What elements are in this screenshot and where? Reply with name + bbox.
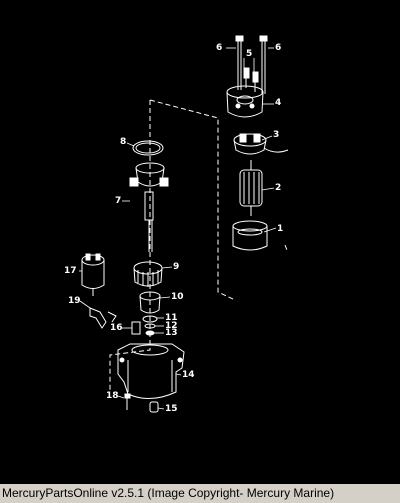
part-label-14[interactable]: 14 bbox=[182, 370, 195, 380]
part-label-1[interactable]: 1 bbox=[277, 224, 284, 234]
part-label-18[interactable]: 18 bbox=[106, 391, 119, 401]
pinion[interactable] bbox=[139, 291, 161, 314]
screw-pair[interactable] bbox=[243, 67, 259, 92]
part-label-17[interactable]: 17 bbox=[64, 266, 77, 276]
part-label-9[interactable]: 9 bbox=[173, 262, 180, 272]
part-label-7[interactable]: 7 bbox=[115, 196, 122, 206]
part-label-4[interactable]: 4 bbox=[275, 98, 282, 108]
part-label-6-right[interactable]: 6 bbox=[275, 43, 282, 53]
end-cap[interactable] bbox=[226, 85, 264, 118]
part-label-11[interactable]: 11 bbox=[165, 313, 178, 323]
bushing[interactable] bbox=[149, 401, 159, 413]
shift-lever[interactable] bbox=[89, 307, 117, 329]
part-label-6-left[interactable]: 6 bbox=[216, 43, 223, 53]
bracket[interactable] bbox=[131, 321, 141, 335]
part-label-10[interactable]: 10 bbox=[171, 292, 184, 302]
part-label-8[interactable]: 8 bbox=[120, 137, 127, 147]
copyright-caption: MercuryPartsOnline v2.5.1 (Image Copyrig… bbox=[0, 484, 400, 503]
retainer-ring[interactable] bbox=[142, 315, 158, 323]
solenoid[interactable] bbox=[81, 253, 105, 296]
seal-ring[interactable] bbox=[132, 140, 164, 156]
part-label-15[interactable]: 15 bbox=[165, 404, 178, 414]
leader-lines bbox=[79, 47, 277, 410]
exploded-parts-diagram bbox=[79, 35, 289, 413]
housing-bolt[interactable] bbox=[124, 393, 131, 410]
field-frame[interactable] bbox=[232, 220, 268, 251]
through-bolt-left[interactable] bbox=[235, 35, 244, 90]
part-label-3[interactable]: 3 bbox=[273, 130, 280, 140]
clip[interactable] bbox=[145, 330, 155, 336]
part-label-12[interactable]: 12 bbox=[165, 321, 178, 331]
part-label-2[interactable]: 2 bbox=[275, 183, 282, 193]
planetary-shaft-assembly[interactable] bbox=[129, 162, 169, 252]
part-label-19[interactable]: 19 bbox=[68, 296, 81, 306]
assembly-guide-lines bbox=[109, 99, 288, 390]
armature[interactable] bbox=[239, 160, 263, 216]
drive-housing[interactable] bbox=[117, 343, 185, 399]
part-label-16[interactable]: 16 bbox=[110, 323, 123, 333]
part-label-13[interactable]: 13 bbox=[165, 328, 178, 338]
part-label-5[interactable]: 5 bbox=[246, 49, 253, 59]
brush-plate[interactable] bbox=[233, 133, 289, 155]
through-bolt-right[interactable] bbox=[259, 35, 268, 94]
drive-gear[interactable] bbox=[133, 261, 163, 287]
